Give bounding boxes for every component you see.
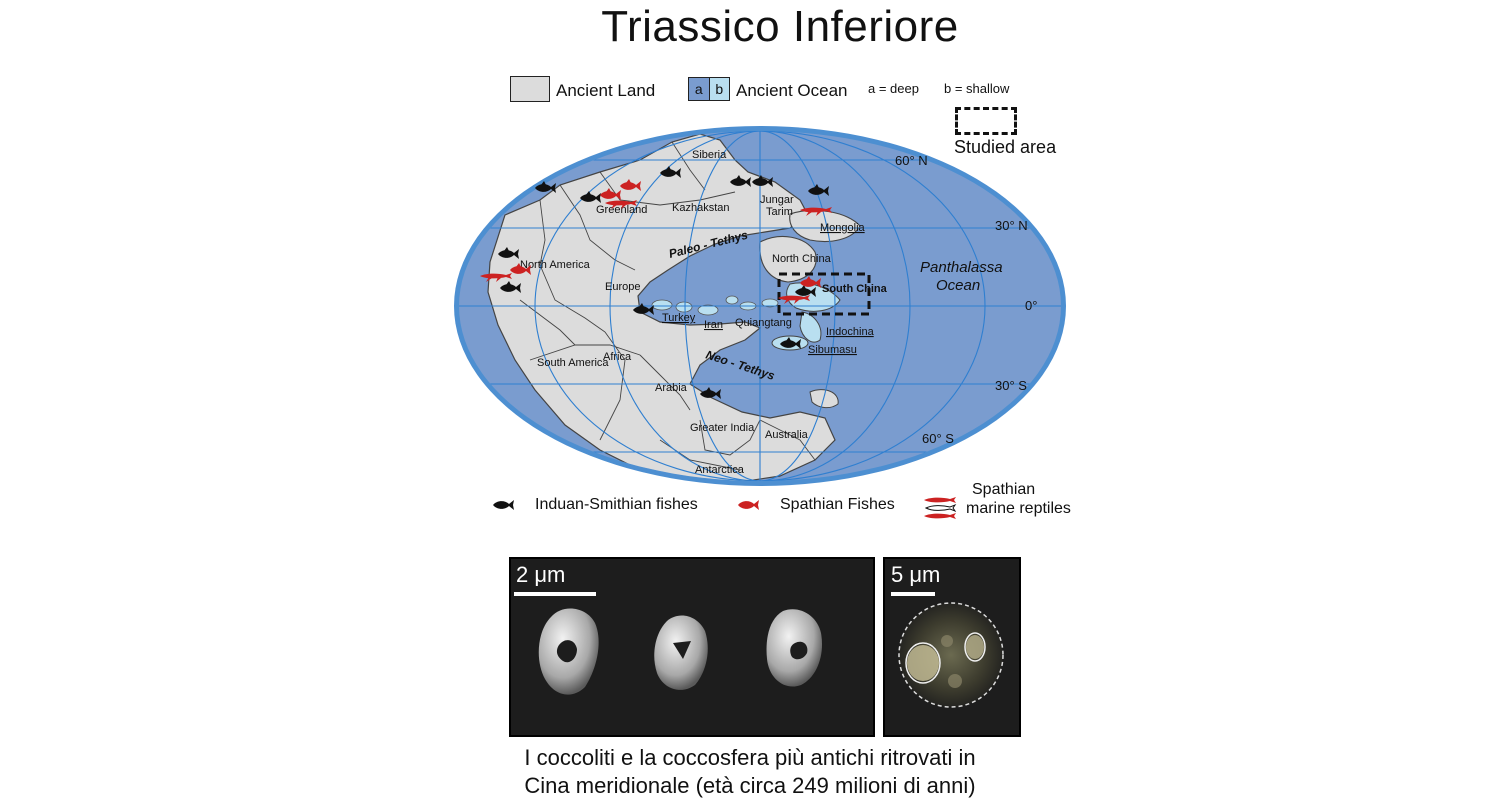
coccosphere-image [898, 602, 1004, 708]
scale-bar-right [891, 592, 935, 596]
coccolith-images [538, 608, 823, 695]
label-jungar: Jungar [760, 194, 794, 206]
spathian-reptiles-label-1: Spathian [972, 481, 1036, 498]
scale-bar-left [514, 592, 596, 596]
label-arabia: Arabia [655, 382, 688, 394]
indochina-block [799, 311, 822, 343]
label-greenland: Greenland [596, 204, 647, 216]
mongolia-block [789, 209, 861, 243]
coccolith-ring-1 [905, 642, 941, 684]
ancient-ocean-swatch: a b [688, 77, 730, 101]
label-north-america-text: North America [520, 259, 591, 271]
label-kazhakstan: Kazhakstan [672, 202, 729, 214]
scale-5um: 5 μm [891, 562, 941, 587]
label-quiangtang: Quiangtang [735, 317, 792, 329]
caption: I coccoliti e la coccosfera più antichi … [460, 744, 1040, 800]
page-title: Triassico Inferiore [601, 2, 959, 51]
label-south-america: South America [537, 357, 609, 369]
label-africa: Africa [603, 351, 632, 363]
coccosphere-outline [898, 602, 1004, 708]
label-antarctica: Antarctica [695, 464, 745, 476]
label-lat-30n: 30° N [995, 218, 1028, 233]
shallow-label: b = shallow [944, 81, 1010, 96]
label-iran: Iran [704, 319, 723, 331]
continental-boundaries [519, 141, 816, 471]
label-indochina: Indochina [826, 326, 875, 338]
coccolith-ring-2 [964, 632, 986, 662]
deep-ocean-swatch: a [689, 78, 709, 100]
caption-line-1: I coccoliti e la coccosfera più antichi … [524, 745, 976, 770]
label-greater-india: Greater India [690, 422, 755, 434]
label-panthalassa: Panthalassa [920, 259, 1003, 276]
label-europe: Europe [605, 281, 640, 293]
spathian-reptiles-label-2: marine reptiles [966, 500, 1071, 517]
label-lat-60s: 60° S [922, 431, 954, 446]
studied-area-box [777, 272, 871, 316]
label-south-china: South China [822, 283, 888, 295]
label-north-china: North China [772, 253, 832, 265]
deep-label: a = deep [868, 81, 919, 96]
ancient-ocean-label: Ancient Ocean [736, 81, 848, 100]
studied-area-swatch [955, 107, 1017, 135]
scale-2um: 2 μm [516, 562, 566, 587]
label-sibumasu: Sibumasu [808, 344, 857, 356]
studied-area-label: Studied area [954, 137, 1057, 157]
label-lat-0: 0° [1025, 298, 1037, 313]
label-lat-60n: 60° N [895, 153, 928, 168]
ancient-land-swatch [510, 76, 550, 102]
reptile-legend-icon [924, 497, 957, 519]
cimmerian-islands [651, 295, 779, 316]
coccosphere-micrograph: 5 μm [883, 557, 1021, 737]
ancient-land-label: Ancient Land [556, 81, 656, 100]
north-china-block [759, 236, 817, 283]
label-ocean: Ocean [936, 277, 980, 294]
caption-line-2: Cina meridionale (età circa 249 milioni … [524, 773, 976, 798]
shallow-ocean-swatch: b [708, 78, 729, 100]
label-turkey: Turkey [662, 312, 696, 324]
label-tarim: Tarim [766, 206, 793, 218]
label-north-america: North America [520, 259, 591, 271]
coccoliths-micrograph: 2 μm [509, 557, 875, 737]
spathian-fishes-label: Spathian Fishes [780, 496, 895, 513]
red-fish-legend-icon [738, 500, 759, 510]
label-australia: Australia [765, 429, 809, 441]
label-lat-30s: 30° S [995, 378, 1027, 393]
induan-smithian-label: Induan-Smithian fishes [535, 496, 698, 513]
black-fish-legend-icon [493, 500, 514, 510]
label-mongolia: Mongolia [820, 222, 866, 234]
label-siberia: Siberia [692, 149, 727, 161]
parallels [459, 159, 1061, 453]
